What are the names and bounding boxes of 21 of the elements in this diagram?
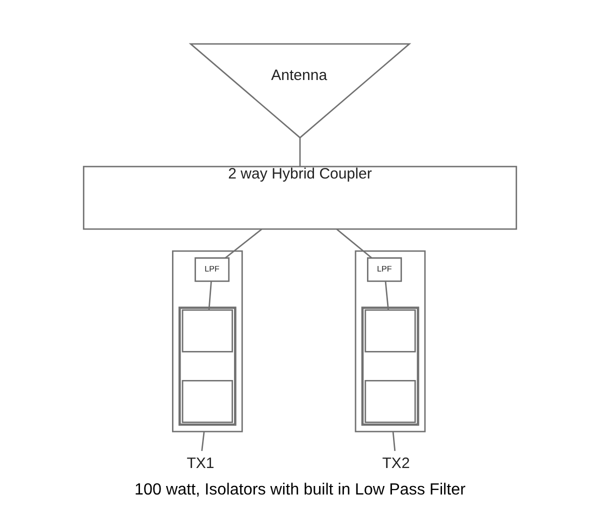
cluster	[361, 306, 420, 426]
connector	[299, 138, 301, 166]
connector	[392, 432, 396, 452]
connector	[208, 281, 212, 310]
cluster	[178, 306, 236, 426]
node-box	[364, 380, 416, 423]
cluster	[354, 250, 426, 432]
cluster	[172, 250, 243, 432]
node-box	[182, 380, 233, 423]
node-box: 2 way Hybrid Coupler	[82, 166, 518, 230]
caption: 100 watt, Isolators with built in Low Pass Filter	[134, 480, 466, 498]
node-text: TX2	[382, 454, 410, 472]
node-box: LPF	[367, 257, 402, 282]
connector	[201, 431, 205, 452]
connector	[336, 228, 372, 258]
connector	[384, 281, 389, 310]
node-box	[182, 309, 233, 352]
node-text: TX1	[186, 454, 214, 472]
node-box: LPF	[194, 257, 230, 282]
node-box	[364, 309, 416, 352]
connector	[224, 228, 262, 258]
